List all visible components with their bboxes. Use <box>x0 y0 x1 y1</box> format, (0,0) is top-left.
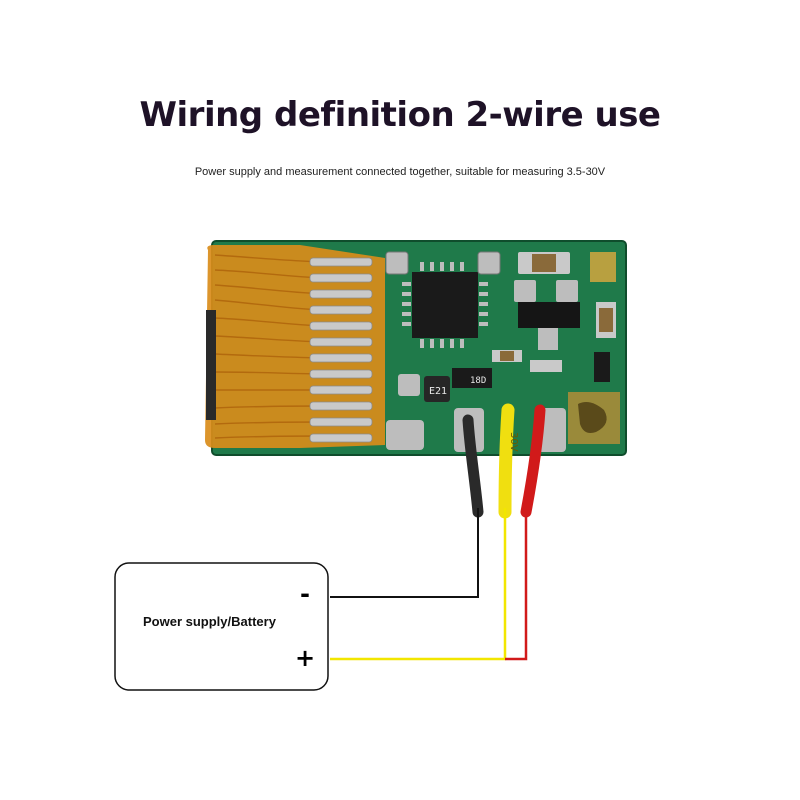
battery-box <box>114 562 329 691</box>
wire-marking: 30V <box>508 432 519 452</box>
flex-connector <box>206 310 216 420</box>
negative-terminal-sign: - <box>300 580 310 608</box>
schematic-wires <box>330 508 528 661</box>
red-wire-insulation <box>520 404 546 518</box>
measure-wire <box>505 508 528 661</box>
negative-wire <box>330 508 479 598</box>
inductor <box>424 376 450 402</box>
pcb-board: E21 18D <box>205 240 627 456</box>
yellow-wire-insulation <box>498 403 515 519</box>
solder-pads <box>309 257 373 443</box>
positive-terminal-sign: + <box>295 644 316 672</box>
battery-label: Power supply/Battery <box>143 614 276 629</box>
black-wire-insulation <box>462 414 484 518</box>
component-marking: 18D <box>470 376 486 386</box>
ic-chip <box>412 272 478 338</box>
cable-bundle: 30V <box>462 403 546 519</box>
inductor-marking: E21 <box>429 386 447 397</box>
ic-pins <box>402 262 488 348</box>
page-subtitle: Power supply and measurement connected t… <box>194 166 606 178</box>
page-title: Wiring definition 2-wire use <box>139 95 661 135</box>
